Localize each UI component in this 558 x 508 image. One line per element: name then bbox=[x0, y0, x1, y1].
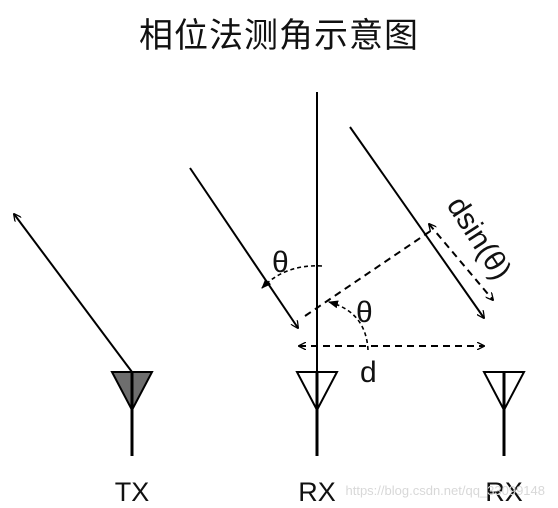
theta-label-lower: θ bbox=[356, 296, 373, 329]
watermark-text: https://blog.csdn.net/qq_33099148 bbox=[346, 483, 546, 498]
tx-outgoing-ray bbox=[14, 214, 133, 373]
rx-middle-label: RX bbox=[298, 477, 336, 507]
baseline-d-label: d bbox=[360, 356, 377, 389]
rx-right-label: RX bbox=[485, 477, 523, 507]
theta-arc-upper bbox=[261, 265, 323, 289]
rx-middle-antenna-icon bbox=[295, 371, 339, 456]
wavefront-dashed-line bbox=[304, 229, 433, 317]
path-difference-arrow bbox=[429, 224, 493, 300]
diagram-title: 相位法测角示意图 bbox=[139, 16, 419, 56]
tx-label: TX bbox=[115, 477, 150, 507]
theta-label-upper: θ bbox=[272, 246, 289, 279]
rx-right-antenna-icon bbox=[482, 371, 526, 456]
incoming-ray-middle bbox=[189, 167, 298, 328]
tx-antenna-icon bbox=[110, 371, 154, 456]
